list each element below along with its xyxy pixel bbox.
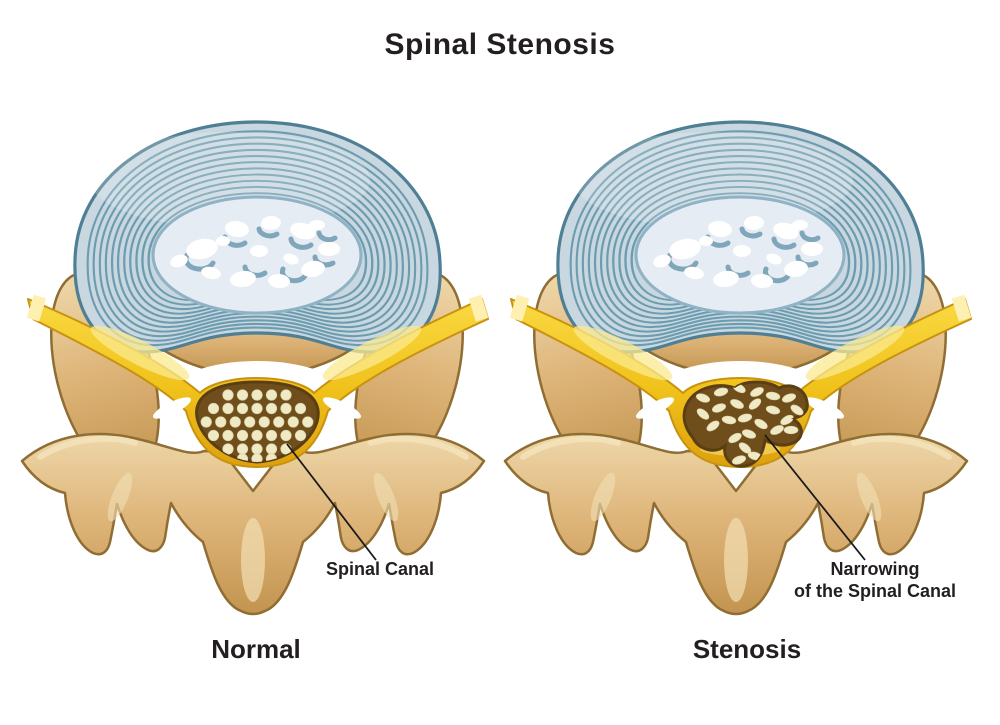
- caption-normal: Normal: [211, 634, 301, 664]
- diagram-stenosis: Narrowing of the Spinal Canal Stenosis: [505, 122, 971, 664]
- vertebra-stenosis: [505, 122, 971, 614]
- diagram-normal: Spinal Canal Normal: [22, 122, 488, 664]
- annotation-narrowing-line1: Narrowing: [830, 559, 919, 579]
- caption-stenosis: Stenosis: [693, 634, 801, 664]
- annotation-narrowing-line2: of the Spinal Canal: [794, 581, 956, 601]
- leader-line-stenosis: [764, 434, 866, 561]
- page-title: Spinal Stenosis: [384, 28, 616, 61]
- leader-line-normal: [286, 443, 377, 561]
- annotation-spinal-canal: Spinal Canal: [326, 559, 434, 579]
- vertebra-normal: [22, 122, 488, 614]
- spinal-canal-narrowed: [682, 380, 809, 468]
